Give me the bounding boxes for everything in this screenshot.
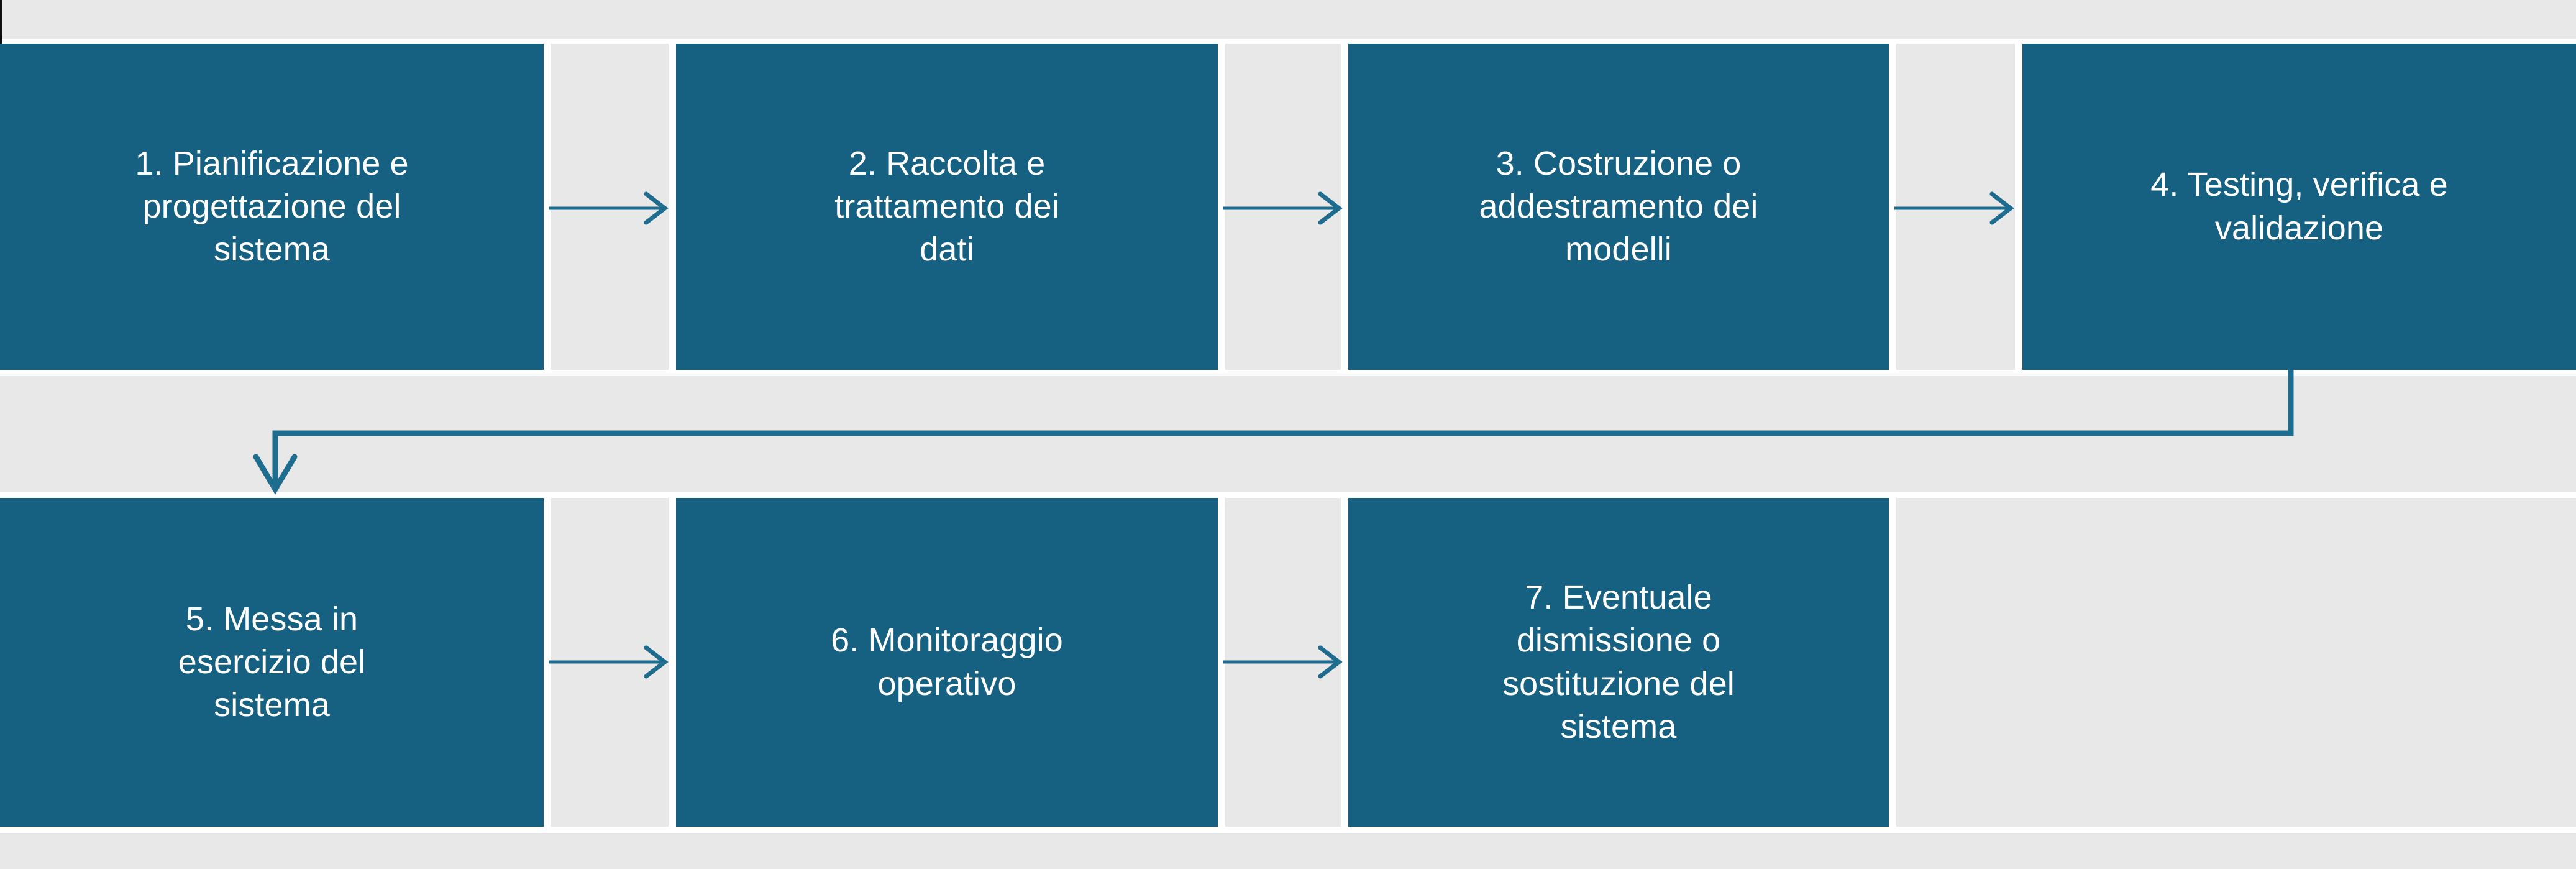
seam-col-6-7-bottom bbox=[1218, 492, 1225, 833]
arrow-step-3-to-step-4 bbox=[1894, 191, 2014, 225]
node-step-5[interactable]: 5. Messa in esercizio del sistema bbox=[0, 498, 544, 827]
seam-col-7-left-bottom bbox=[1341, 492, 1348, 833]
arrow-6-7-head-icon bbox=[1318, 645, 1343, 679]
arrow-step-1-to-step-2 bbox=[549, 191, 669, 225]
node-step-2[interactable]: 2. Raccolta e trattamento dei dati bbox=[676, 44, 1218, 370]
node-step-4-label: 4. Testing, verifica e validazione bbox=[2150, 166, 2448, 247]
node-step-6[interactable]: 6. Monitoraggio operativo bbox=[676, 498, 1218, 827]
arrow-step-6-to-step-7 bbox=[1223, 645, 1343, 679]
node-step-3[interactable]: 3. Costruzione o addestramento dei model… bbox=[1348, 44, 1889, 370]
node-step-3-label: 3. Costruzione o addestramento dei model… bbox=[1479, 144, 1758, 269]
arrow-4-5-head-icon bbox=[253, 454, 298, 495]
arrow-4-5-shaft bbox=[272, 370, 2294, 485]
node-step-7-label: 7. Eventuale dismissione o sostituzione … bbox=[1502, 579, 1735, 745]
node-step-1[interactable]: 1. Pianificazione e progettazione del si… bbox=[0, 44, 544, 370]
seam-col-3-4-top bbox=[1889, 39, 1896, 376]
node-step-7[interactable]: 7. Eventuale dismissione o sostituzione … bbox=[1348, 498, 1889, 827]
seam-bottom-row-above bbox=[0, 492, 2576, 498]
seam-col-2-left-top bbox=[669, 39, 676, 376]
node-step-5-label: 5. Messa in esercizio del sistema bbox=[178, 600, 366, 724]
arrow-5-6-head-icon bbox=[644, 645, 669, 679]
seam-top-row-below bbox=[0, 370, 2576, 376]
seam-col-6-left-bottom bbox=[669, 492, 676, 833]
arrow-step-2-to-step-3 bbox=[1223, 191, 1343, 225]
node-step-6-label: 6. Monitoraggio operativo bbox=[831, 622, 1063, 702]
arrow-step-4-to-step-5 bbox=[253, 370, 2294, 495]
seam-col-7-right-bottom bbox=[1889, 492, 1896, 833]
seam-col-5-6-bottom bbox=[544, 492, 551, 833]
seam-top-row-above bbox=[0, 39, 2576, 44]
node-step-1-label: 1. Pianificazione e progettazione del si… bbox=[135, 144, 409, 269]
node-step-4[interactable]: 4. Testing, verifica e validazione bbox=[2022, 44, 2576, 370]
arrow-3-4-head-icon bbox=[1989, 191, 2014, 225]
seam-col-1-2-top bbox=[544, 39, 551, 376]
arrow-step-5-to-step-6 bbox=[549, 645, 669, 679]
seam-col-3-left-top bbox=[1341, 39, 1348, 376]
node-step-2-label: 2. Raccolta e trattamento dei dati bbox=[834, 144, 1059, 269]
seam-bottom-row-below bbox=[0, 827, 2576, 833]
arrow-1-2-head-icon bbox=[644, 191, 669, 225]
arrow-2-3-head-icon bbox=[1318, 191, 1343, 225]
seam-col-4-left-top bbox=[2015, 39, 2022, 376]
seam-col-2-3-top bbox=[1218, 39, 1225, 376]
